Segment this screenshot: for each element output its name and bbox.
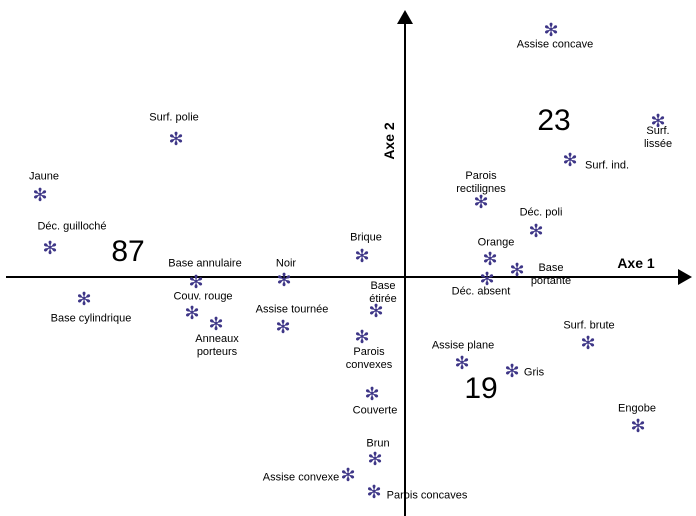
- y-axis-title: Axe 2: [381, 122, 397, 160]
- data-point-label: Base annulaire: [168, 257, 242, 270]
- data-point-label: Assise tournée: [255, 303, 329, 316]
- data-point-label: Couv. rouge: [173, 290, 233, 303]
- data-point-label: Déc. guilloché: [37, 220, 107, 233]
- data-point-label: Brun: [366, 437, 390, 450]
- data-point-marker: ✻: [454, 353, 470, 374]
- data-point-marker: ✻: [367, 449, 383, 470]
- data-point-label: Engobe: [618, 402, 656, 415]
- cluster-count-label: 19: [464, 372, 498, 405]
- data-point-marker: ✻: [32, 185, 48, 206]
- data-point-marker: ✻: [184, 303, 200, 324]
- data-point-label: Parois concaves: [386, 489, 468, 502]
- data-point-label: Assise concave: [516, 38, 594, 51]
- data-point-marker: ✻: [543, 20, 559, 41]
- data-point-marker: ✻: [76, 289, 92, 310]
- data-point-marker: ✻: [650, 111, 666, 132]
- data-point-label: Gris: [523, 366, 545, 379]
- data-point-label: Noir: [275, 257, 297, 270]
- data-point-marker: ✻: [366, 482, 382, 503]
- data-point-marker: ✻: [168, 129, 184, 150]
- data-point-marker: ✻: [473, 192, 489, 213]
- data-point-label: Surf. lissée: [643, 124, 673, 150]
- data-point-label: Assise convexe: [262, 471, 340, 484]
- x-axis-title: Axe 1: [617, 255, 655, 271]
- data-point-label: Base portante: [530, 261, 572, 287]
- data-point-marker: ✻: [276, 270, 292, 291]
- data-point-label: Anneaux porteurs: [195, 332, 239, 358]
- data-point-marker: ✻: [580, 333, 596, 354]
- data-point-label: Brique: [350, 231, 382, 244]
- data-point-marker: ✻: [509, 260, 525, 281]
- x-axis-arrow-icon: [678, 269, 692, 285]
- x-axis-line: [6, 276, 678, 278]
- data-point-marker: ✻: [504, 361, 520, 382]
- data-point-marker: ✻: [42, 238, 58, 259]
- data-point-label: Jaune: [29, 170, 59, 183]
- data-point-label: Assise plane: [431, 339, 495, 352]
- data-point-marker: ✻: [340, 465, 356, 486]
- data-point-label: Déc. absent: [451, 285, 511, 298]
- data-point-marker: ✻: [479, 269, 495, 290]
- y-axis-arrow-icon: [397, 10, 413, 24]
- data-point-label: Orange: [477, 236, 515, 249]
- data-point-label: Parois rectilignes: [456, 169, 506, 195]
- data-point-marker: ✻: [275, 317, 291, 338]
- data-point-marker: ✻: [354, 246, 370, 267]
- data-point-label: Base cylindrique: [50, 312, 132, 325]
- data-point-marker: ✻: [562, 150, 578, 171]
- data-point-label: Parois convexes: [345, 345, 393, 371]
- data-point-label: Surf. polie: [149, 111, 199, 124]
- data-point-marker: ✻: [482, 249, 498, 270]
- data-point-marker: ✻: [528, 221, 544, 242]
- data-point-marker: ✻: [208, 314, 224, 335]
- data-point-label: Base étirée: [369, 279, 397, 305]
- data-point-label: Couverte: [352, 404, 398, 417]
- cluster-count-label: 87: [111, 235, 145, 268]
- data-point-label: Déc. poli: [519, 206, 563, 219]
- data-point-label: Surf. brute: [563, 319, 615, 332]
- data-point-marker: ✻: [364, 384, 380, 405]
- data-point-label: Surf. ind.: [584, 159, 630, 172]
- data-point-marker: ✻: [354, 327, 370, 348]
- data-point-marker: ✻: [188, 272, 204, 293]
- y-axis-line: [404, 24, 406, 516]
- data-point-marker: ✻: [630, 416, 646, 437]
- cluster-count-label: 23: [537, 104, 571, 137]
- data-point-marker: ✻: [368, 301, 384, 322]
